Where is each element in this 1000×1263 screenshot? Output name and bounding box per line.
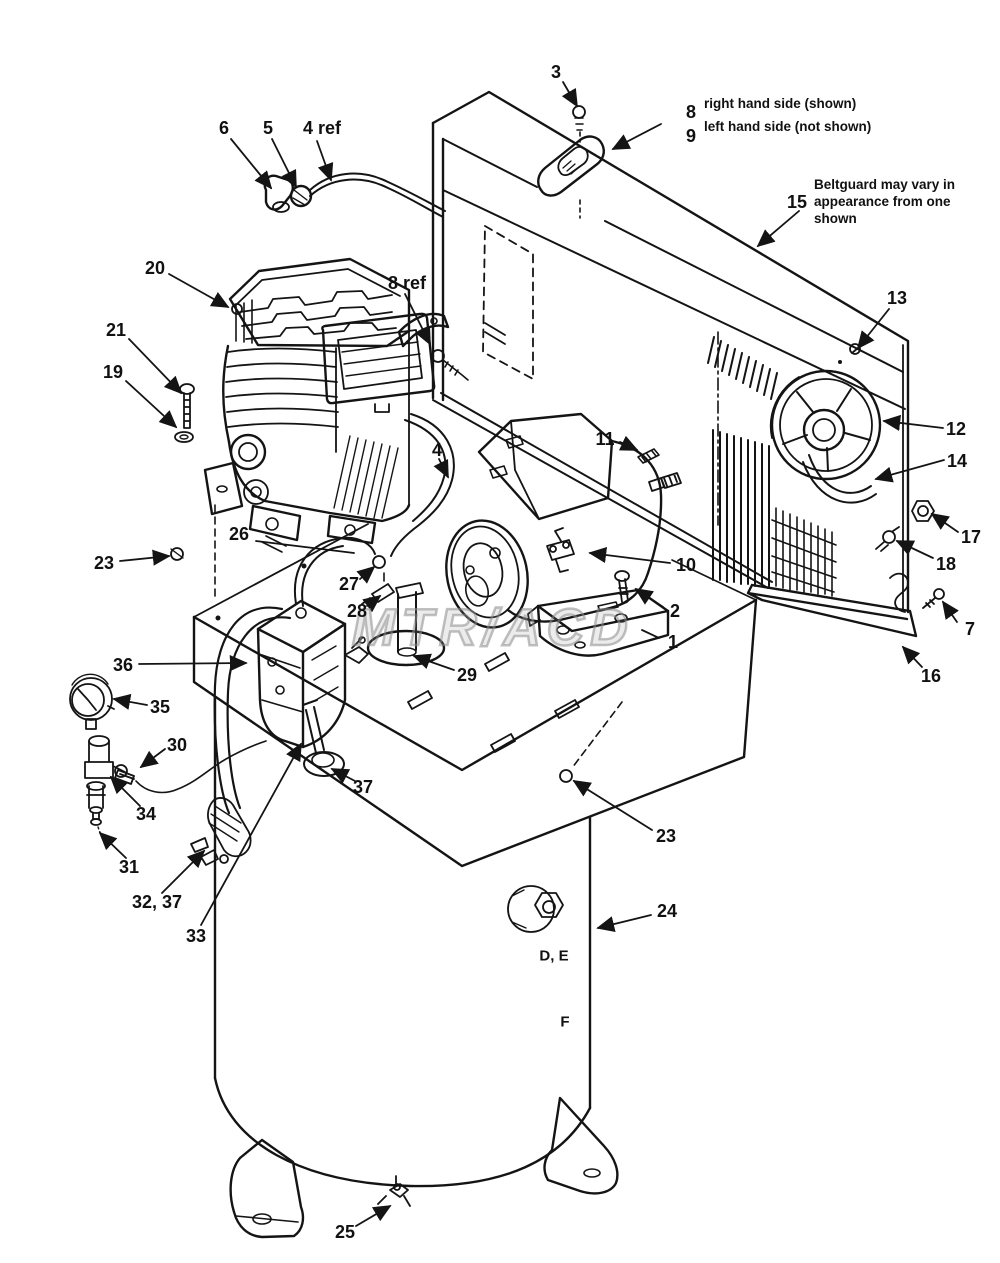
- callout-15: 15: [786, 192, 808, 212]
- callout-DE: D, E: [539, 947, 569, 965]
- callout-23-right: 23: [655, 826, 677, 846]
- vent-grid: [771, 507, 837, 597]
- callout-31: 31: [118, 857, 140, 877]
- motor: [445, 412, 682, 657]
- tank: [213, 695, 619, 1239]
- note-beltguard-2: appearance from one: [814, 194, 951, 209]
- callout-19: 19: [102, 362, 124, 382]
- callout-24: 24: [656, 901, 678, 921]
- callout-2: 2: [669, 601, 681, 621]
- washer-19: [174, 431, 194, 443]
- bracket-8ref: [397, 312, 469, 381]
- callout-36: 36: [112, 655, 134, 675]
- callout-13: 13: [886, 288, 908, 308]
- bolt-2: [614, 570, 630, 605]
- mounting-plate: [170, 413, 758, 868]
- hex-plug-DE: [507, 885, 564, 933]
- key-11: [637, 448, 660, 464]
- guard-strap: [537, 105, 605, 219]
- callout-33: 33: [185, 926, 207, 946]
- callout-28: 28: [346, 601, 368, 621]
- callout-9: 9: [685, 126, 697, 146]
- vent-slots-upper: [707, 336, 778, 400]
- pump: [174, 257, 436, 599]
- callout-5: 5: [262, 118, 274, 138]
- leader-lines: [98, 81, 959, 1227]
- callout-11: 11: [595, 429, 615, 449]
- screw-7: [922, 588, 945, 609]
- belt: [802, 454, 877, 504]
- pulley: [769, 369, 882, 481]
- screw-23-right: [559, 769, 573, 783]
- bolt-21: [179, 383, 195, 429]
- callout-35: 35: [149, 697, 171, 717]
- beltguard: [431, 90, 945, 638]
- o-ring-29: [366, 629, 446, 667]
- callout-7: 7: [964, 619, 976, 639]
- callout-27: 27: [338, 574, 360, 594]
- callout-F: F: [560, 1013, 570, 1031]
- note-beltguard-1: Beltguard may vary in: [814, 177, 956, 192]
- vent-slots-mid: [712, 429, 770, 587]
- callout-30: 30: [166, 735, 188, 755]
- watermark: MTR/ACD: [351, 598, 634, 659]
- unloader-tube-26: [293, 536, 376, 607]
- callout-32-37: 32, 37: [131, 892, 183, 912]
- note-beltguard-3: shown: [814, 211, 857, 226]
- callout-26: 26: [228, 524, 250, 544]
- callout-25: 25: [334, 1222, 356, 1242]
- tank-foot-left: [229, 1138, 305, 1239]
- tank-foot-right: [543, 1096, 619, 1195]
- note-right-hand-side: right hand side (shown): [704, 96, 857, 111]
- callout-17: 17: [960, 527, 982, 547]
- callout-1: 1: [667, 632, 679, 652]
- callout-4ref: 4 ref: [302, 118, 342, 138]
- drain-valve-25: [377, 1175, 411, 1207]
- callout-34: 34: [135, 804, 157, 824]
- callout-14: 14: [946, 451, 968, 471]
- callout-8: 8: [685, 102, 697, 122]
- base-rail: [746, 583, 918, 638]
- valve-31: [86, 781, 106, 841]
- callout-3: 3: [550, 62, 562, 82]
- nut-17: [911, 500, 935, 522]
- callout-18: 18: [935, 554, 957, 574]
- leveling-foot-37: [302, 699, 345, 777]
- power-cord: [213, 606, 292, 815]
- discharge-tube: [390, 413, 455, 557]
- callout-37: 37: [352, 777, 374, 797]
- callout-20: 20: [144, 258, 166, 278]
- pressure-switch-group: [69, 599, 369, 866]
- wire-clip: [889, 572, 909, 613]
- callout-12: 12: [945, 419, 967, 439]
- callout-10: 10: [675, 555, 697, 575]
- callout-16: 16: [920, 666, 942, 686]
- callout-23-left: 23: [93, 553, 115, 573]
- callout-8ref: 8 ref: [387, 273, 427, 293]
- tube-thin: [135, 740, 267, 794]
- callout-4: 4: [431, 440, 443, 460]
- gauge-35: [69, 673, 115, 730]
- screw-23-left: [170, 547, 184, 561]
- fitting-27: [372, 555, 386, 569]
- callout-21: 21: [105, 320, 127, 340]
- unloader-valve: [344, 637, 369, 664]
- note-left-hand-side: left hand side (not shown): [704, 119, 872, 134]
- screw-13: [838, 343, 861, 364]
- fitting-10: [546, 527, 575, 573]
- bolt-18: [875, 526, 900, 552]
- callout-6: 6: [218, 118, 230, 138]
- callout-29: 29: [456, 665, 478, 685]
